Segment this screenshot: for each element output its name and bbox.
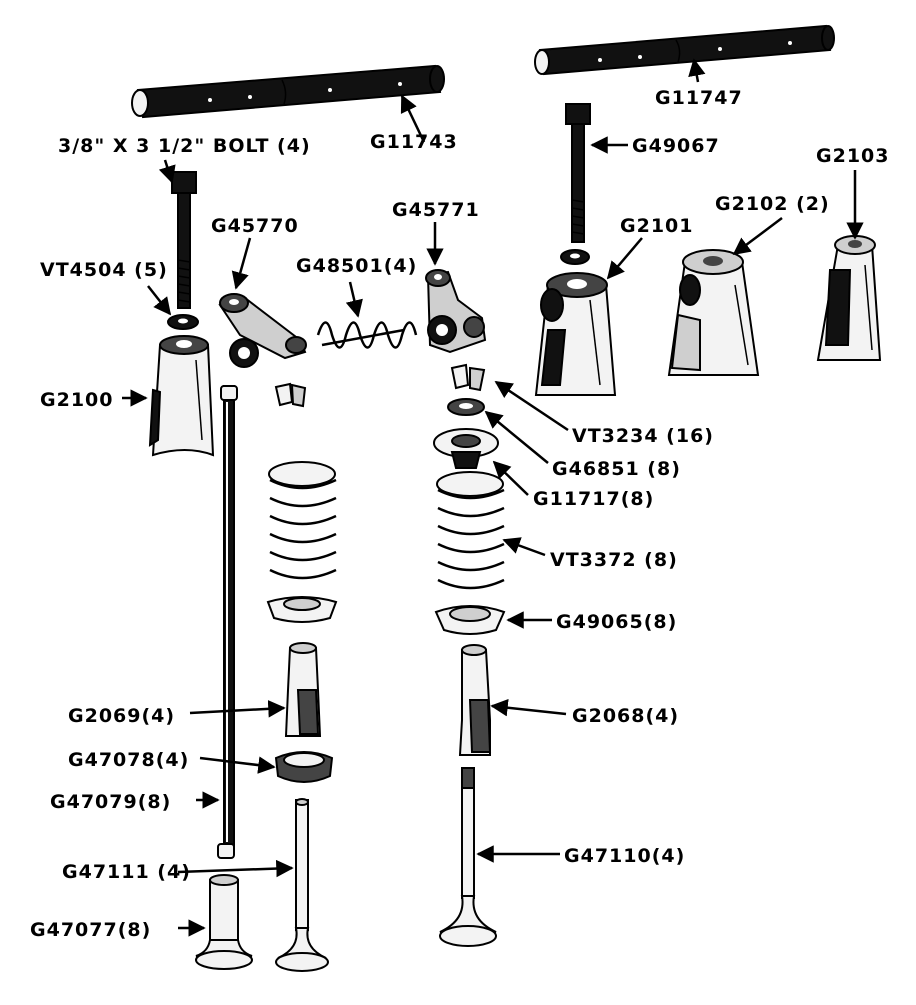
label-g2069: G2069(4) (68, 705, 175, 727)
label-vt4504: VT4504 (5) (40, 259, 168, 281)
label-g47110: G47110(4) (564, 845, 685, 867)
label-g2068: G2068(4) (572, 705, 679, 727)
label-g2103: G2103 (816, 145, 889, 167)
insert-g47078 (274, 751, 334, 783)
label-g2102: G2102 (2) (715, 193, 830, 215)
keepers-vt3234 (450, 363, 486, 392)
seat-left (266, 596, 338, 623)
rocker-shaft-g11743 (131, 64, 445, 119)
label-g11747: G11747 (655, 87, 743, 109)
bracket-g2103 (816, 235, 882, 361)
label-g48501: G48501(4) (296, 255, 417, 277)
label-g11717: G11717(8) (533, 488, 654, 510)
guide-g2068 (458, 644, 492, 756)
valve-g47111 (275, 798, 329, 972)
label-g47079: G47079(8) (50, 791, 171, 813)
rocker-arm-g45771 (425, 269, 487, 354)
label-g2101: G2101 (620, 215, 693, 237)
keepers-left (274, 382, 307, 408)
pushrod-g47079 (217, 385, 238, 859)
valve-spring-left (268, 461, 337, 580)
label-vt3372: VT3372 (8) (550, 549, 678, 571)
guide-g2069 (284, 642, 322, 737)
valve-spring-vt3372 (436, 471, 505, 590)
label-g47078: G47078(4) (68, 749, 189, 771)
label-g49065: G49065(8) (556, 611, 677, 633)
seat-g49065 (434, 605, 506, 635)
bracket-g2101 (534, 272, 617, 396)
washer-right (560, 249, 590, 265)
spring-g48501 (316, 321, 418, 349)
valve-g47110 (439, 767, 497, 947)
label-g47077: G47077(8) (30, 919, 151, 941)
label-g47111: G47111 (4) (62, 861, 191, 883)
washer-g46851 (447, 398, 485, 416)
bracket-g2100 (148, 335, 215, 457)
bolt-right (565, 103, 591, 243)
leader-lines (122, 58, 864, 937)
tappet-g47077 (195, 874, 253, 970)
label-g2100: G2100 (40, 389, 113, 411)
washer-vt4504 (167, 314, 199, 330)
retainer-g11717 (433, 428, 499, 469)
label-bolt: 3/8" X 3 1/2" BOLT (4) (58, 135, 311, 157)
rocker-shaft-g11747 (534, 24, 835, 76)
label-g45770: G45770 (211, 215, 299, 237)
label-g11743: G11743 (370, 131, 458, 153)
label-g45771: G45771 (392, 199, 480, 221)
rocker-arm-g45770 (218, 293, 307, 368)
label-vt3234: VT3234 (16) (572, 425, 714, 447)
label-g49067: G49067 (632, 135, 720, 157)
bolt-left (171, 171, 197, 309)
label-g46851: G46851 (8) (552, 458, 681, 480)
bracket-g2102 (667, 249, 760, 376)
